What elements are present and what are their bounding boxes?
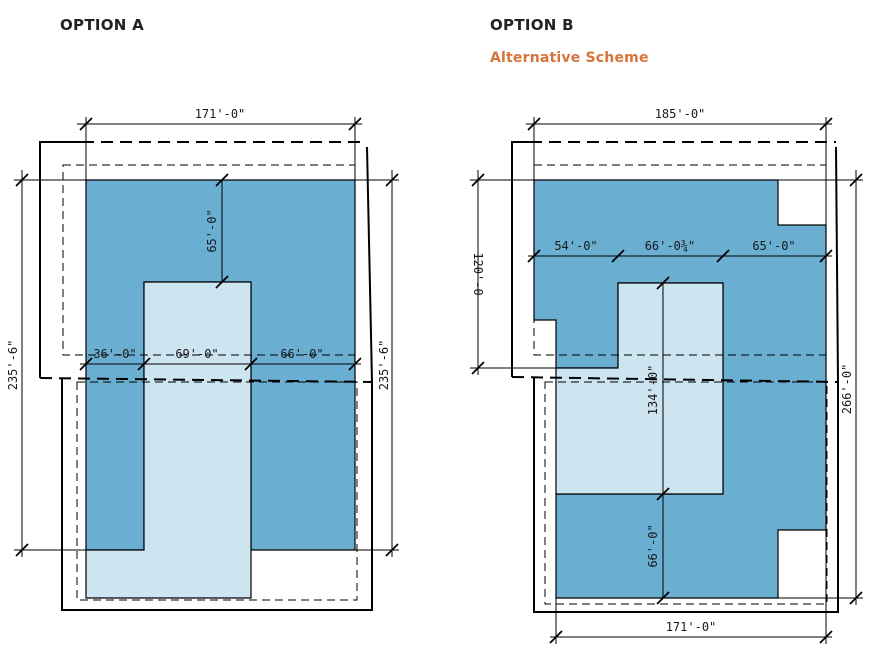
option-a-dim-top-width: 171'-0" <box>195 107 246 121</box>
option-a-dim-notch-depth: 65'-0" <box>205 209 219 252</box>
option-b-dim-top-width: 185'-0" <box>655 107 706 121</box>
option-b-dim-left-partial: 120'-0 <box>471 252 485 295</box>
option-b-dim-bottom-depth: 66'-0" <box>646 524 660 567</box>
option-b-setback-upper <box>533 164 827 356</box>
option-b-dim-height-right: 266'-0" <box>840 364 854 415</box>
option-b-dim-seg-mid: 66'-0¾" <box>645 239 696 253</box>
option-a-setback-upper <box>62 164 356 356</box>
option-b-setback-lower <box>544 381 828 605</box>
option-a-title: OPTION A <box>60 16 145 34</box>
option-a-plan: 171'-0" 235'-6" 235'-6" 65'-0" 36'-0" 69… <box>6 107 399 611</box>
option-b-dim-seg-right: 65'-0" <box>752 239 795 253</box>
option-a-setback-lower <box>76 381 358 601</box>
option-b-light-mass <box>555 282 724 495</box>
option-a-dim-seg-right: 66'-0" <box>280 347 323 361</box>
option-b-dim-inner-height: 134'-0" <box>646 365 660 416</box>
option-b-plan: 185'-0" 120'-0 266'-0" 54'-0" 66'-0¾" 65… <box>470 107 863 644</box>
option-a-dim-height-left: 235'-6" <box>6 340 20 391</box>
option-b-title: OPTION B <box>490 16 574 34</box>
option-b-boundary-solid <box>511 141 530 377</box>
option-b-dim-seg-left: 54'-0" <box>554 239 597 253</box>
option-a-light-mass <box>85 281 252 599</box>
option-a-dim-seg-left: 36'-0" <box>93 347 136 361</box>
option-b-subtitle: Alternative Scheme <box>490 50 649 66</box>
option-b-dim-bottom-width: 171'-0" <box>666 620 717 634</box>
option-a-dim-height-right: 235'-6" <box>377 340 391 391</box>
option-a-dim-seg-mid: 69'-0" <box>175 347 218 361</box>
option-a-boundary-solid <box>39 141 82 378</box>
